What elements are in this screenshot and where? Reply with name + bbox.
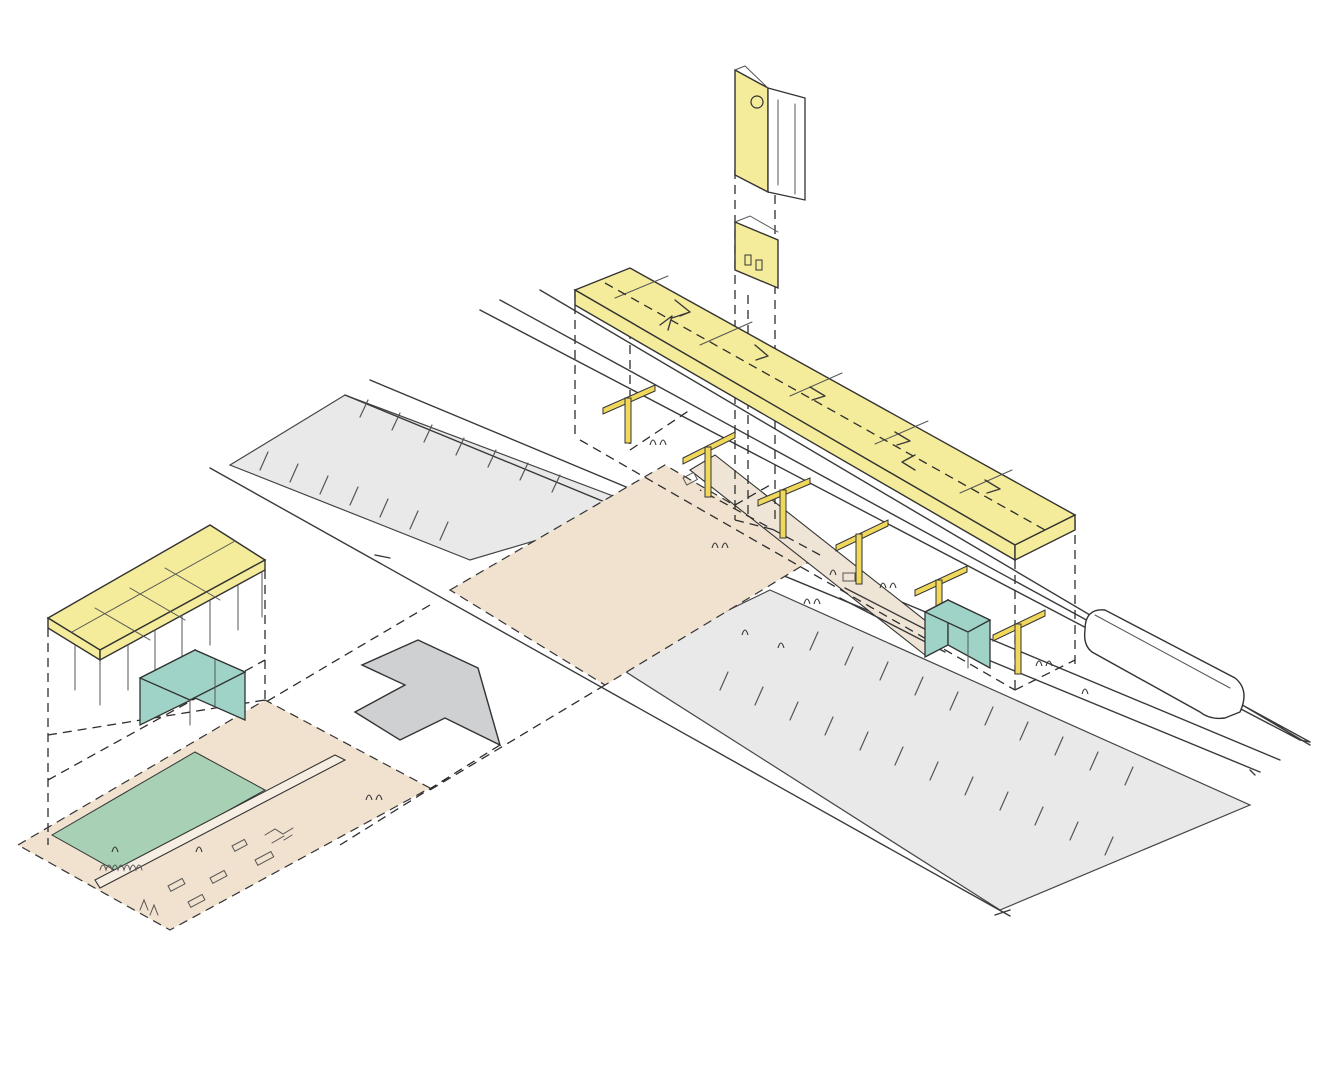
bus-vehicle: [1083, 609, 1245, 720]
cabinet-door-right: [755, 259, 763, 271]
cabinet-top: [734, 215, 779, 233]
canopy-direction-arrow-icon: [659, 299, 1001, 494]
site-furniture: [99, 439, 1089, 916]
side-module-strip: [94, 754, 347, 889]
tower-face: [734, 68, 769, 194]
projection-lines: [99, 170, 1076, 846]
cabinet-door-left: [744, 254, 752, 266]
side-module: [16, 524, 432, 931]
canopy-bay-lines: [614, 275, 1013, 494]
side-module-green-area: [50, 751, 267, 873]
tower-frame-lines: [734, 65, 796, 195]
t-post: [835, 519, 889, 585]
bicycle-icon: [99, 827, 294, 916]
person-figure-icon: [111, 439, 1089, 853]
sign-tower: [734, 65, 806, 290]
side-module-columns: [74, 571, 263, 706]
canopy-fascia-end: [1014, 513, 1076, 562]
lane-markings-lower: [719, 631, 1134, 856]
kiosk-right: [923, 598, 992, 670]
side-module-canopy-grid: [71, 540, 236, 641]
direction-arrow-icon: [353, 639, 502, 747]
clock-icon: [750, 95, 764, 109]
tower-cabinet: [734, 220, 779, 290]
tower-frame: [767, 87, 806, 201]
t-post: [602, 384, 656, 444]
bench-icon: [167, 471, 856, 908]
t-post: [992, 609, 1046, 675]
main-canopy: [573, 267, 1077, 562]
t-post: [757, 477, 811, 539]
t-post: [682, 431, 736, 498]
curb-lines: [374, 554, 1311, 916]
shelter-posts: [602, 384, 1046, 675]
lane-markings-upper: [259, 399, 561, 541]
